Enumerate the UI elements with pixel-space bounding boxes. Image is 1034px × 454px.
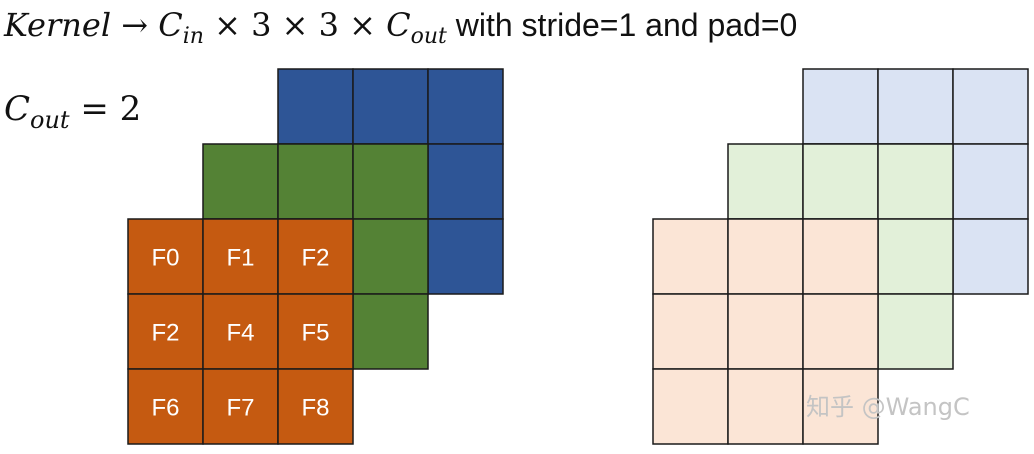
kernel-2-blue-cell — [952, 143, 1029, 220]
filter-cell-label: F2 — [151, 320, 179, 347]
filter-cell-label: F7 — [226, 395, 254, 422]
kernel-2-orange-cell — [652, 293, 729, 370]
kernel-1-blue-cell — [427, 68, 504, 145]
kernel-2-orange-cell — [802, 218, 879, 295]
kernel-1-orange-cell — [202, 368, 279, 445]
kernel-1-orange-cell — [277, 368, 354, 445]
kernel-2-orange-layer — [652, 218, 879, 445]
kernel-1-orange-cell — [202, 218, 279, 295]
kernel-2-green-cell — [727, 143, 804, 220]
kernel-2-orange-cell — [727, 368, 804, 445]
filter-cell-label: F1 — [226, 245, 254, 272]
cout-subscript: out — [30, 106, 70, 134]
kernel-2-orange-cell — [802, 368, 879, 445]
cout-c-symbol: C — [4, 89, 31, 129]
kernel-2-orange-cell — [652, 368, 729, 445]
kernel-1-green-cell — [352, 218, 429, 295]
kernel-2-blue-cell — [877, 68, 954, 145]
cout-value: = 2 — [69, 89, 142, 129]
kernel-2-blue-cell — [952, 68, 1029, 145]
kernel-1-blue-cell — [352, 68, 429, 145]
filter-cell-label: F5 — [301, 320, 329, 347]
kernel-1-blue-cell — [427, 143, 504, 220]
kernel-2-green-cell — [802, 143, 879, 220]
three-2: 3 — [318, 6, 339, 44]
kernel-1-orange-cell — [277, 218, 354, 295]
kernel-2-green-cell — [877, 143, 954, 220]
kernel-2-blue-cell — [952, 218, 1029, 295]
three-1: 3 — [251, 6, 272, 44]
formula-title: Kernel → Cin × 3 × 3 × Cout with stride=… — [4, 2, 797, 48]
kernel-2-green-cell — [877, 293, 954, 370]
watermark-text: 知乎 @WangC — [806, 393, 970, 421]
arrow-symbol: → — [121, 6, 149, 44]
c-out-symbol: C — [386, 6, 411, 44]
times-symbol-3: × — [349, 6, 376, 44]
kernel-2-blue-cell — [802, 68, 879, 145]
filter-cell-label: F6 — [151, 395, 179, 422]
times-symbol-1: × — [214, 6, 241, 44]
kernel-2-orange-cell — [727, 293, 804, 370]
filter-cell-label: F0 — [151, 245, 179, 272]
kernel-1-green-cell — [352, 143, 429, 220]
kernel-2-orange-cell — [652, 218, 729, 295]
kernel-1-green-cell — [352, 293, 429, 370]
c-out-subscript: out — [410, 24, 447, 49]
kernel-1-orange-cell — [127, 293, 204, 370]
kernel-2-green-cell — [877, 218, 954, 295]
filter-cell-label: F2 — [301, 245, 329, 272]
c-in-symbol: C — [158, 6, 183, 44]
kernel-1-blue-cell — [277, 68, 354, 145]
kernel-symbol: Kernel — [4, 6, 112, 44]
cout-equation: Cout = 2 — [4, 84, 141, 134]
kernel-1-green-cell — [202, 143, 279, 220]
filter-cell-label: F8 — [301, 395, 329, 422]
kernel-2-orange-cell — [802, 293, 879, 370]
times-symbol-2: × — [281, 6, 309, 44]
c-in-subscript: in — [182, 24, 204, 49]
kernel-1-green-cell — [277, 143, 354, 220]
kernel-1-blue-cell — [427, 218, 504, 295]
stride-pad-text: with stride=1 and pad=0 — [446, 7, 798, 43]
kernel-1-orange-cell — [127, 218, 204, 295]
kernel-2-orange-cell — [727, 218, 804, 295]
filter-cell-label: F4 — [226, 320, 254, 347]
